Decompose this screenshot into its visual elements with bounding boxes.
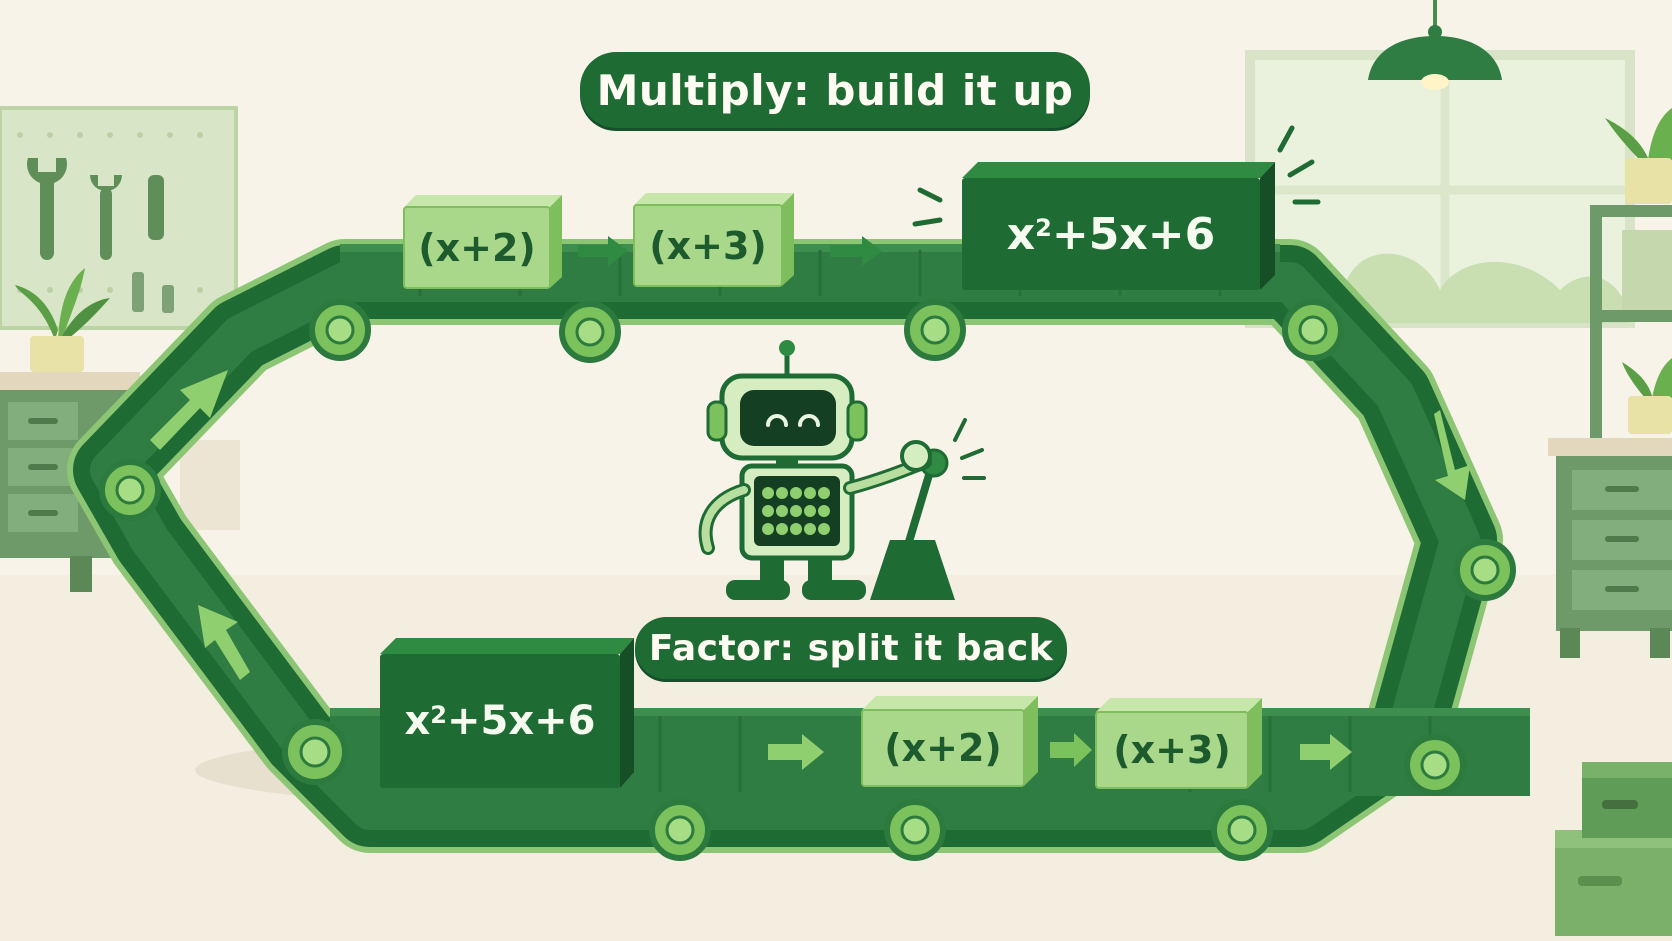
multiply-label: Multiply: build it up [580,52,1090,128]
shelving [1548,108,1672,658]
lamp-icon [1368,0,1502,90]
arrow-down-icon [1434,410,1470,500]
plant-icon [1622,358,1672,434]
storage-boxes [1555,762,1672,936]
tool-pegboard [0,106,238,330]
roller-icon [559,301,621,363]
roller-icon [649,799,711,861]
sparkle-icon [912,125,1321,227]
roller-icon [884,799,946,861]
block-top-factor-b [633,193,794,287]
roller-icon [904,299,966,361]
roller-icon [1404,734,1466,796]
roller-icon [309,299,371,361]
arrow-up-icon [198,605,250,680]
block-bottom-factor-b [1095,698,1262,789]
arrow-right-icon [1050,733,1092,767]
screwdriver-icon [148,175,164,240]
conveyor-belt [67,239,1503,853]
block-bottom-product [380,638,634,788]
arrow-right-icon [578,236,628,266]
roller-icon [99,459,161,521]
arrow-right-icon [1300,734,1352,770]
arrow-up-right-icon [150,370,228,450]
block-bottom-factor-a [861,696,1038,787]
belt-rollers [99,299,1516,861]
roller-icon [1211,799,1273,861]
wrench-icon [27,158,67,260]
robot-icon [698,340,932,600]
plant-icon [15,268,110,372]
plant-icon [1605,108,1672,204]
wrench-icon [90,175,122,260]
roller-icon [1454,539,1516,601]
roller-icon [282,719,348,785]
factor-label: Factor: split it back [635,617,1067,679]
lever-icon [870,418,986,600]
roller-icon [1282,299,1344,361]
background-box [180,440,240,530]
arrow-right-icon [830,236,882,266]
arrow-right-icon [768,734,824,770]
block-top-factor-a [403,195,562,289]
block-top-product [962,162,1275,290]
